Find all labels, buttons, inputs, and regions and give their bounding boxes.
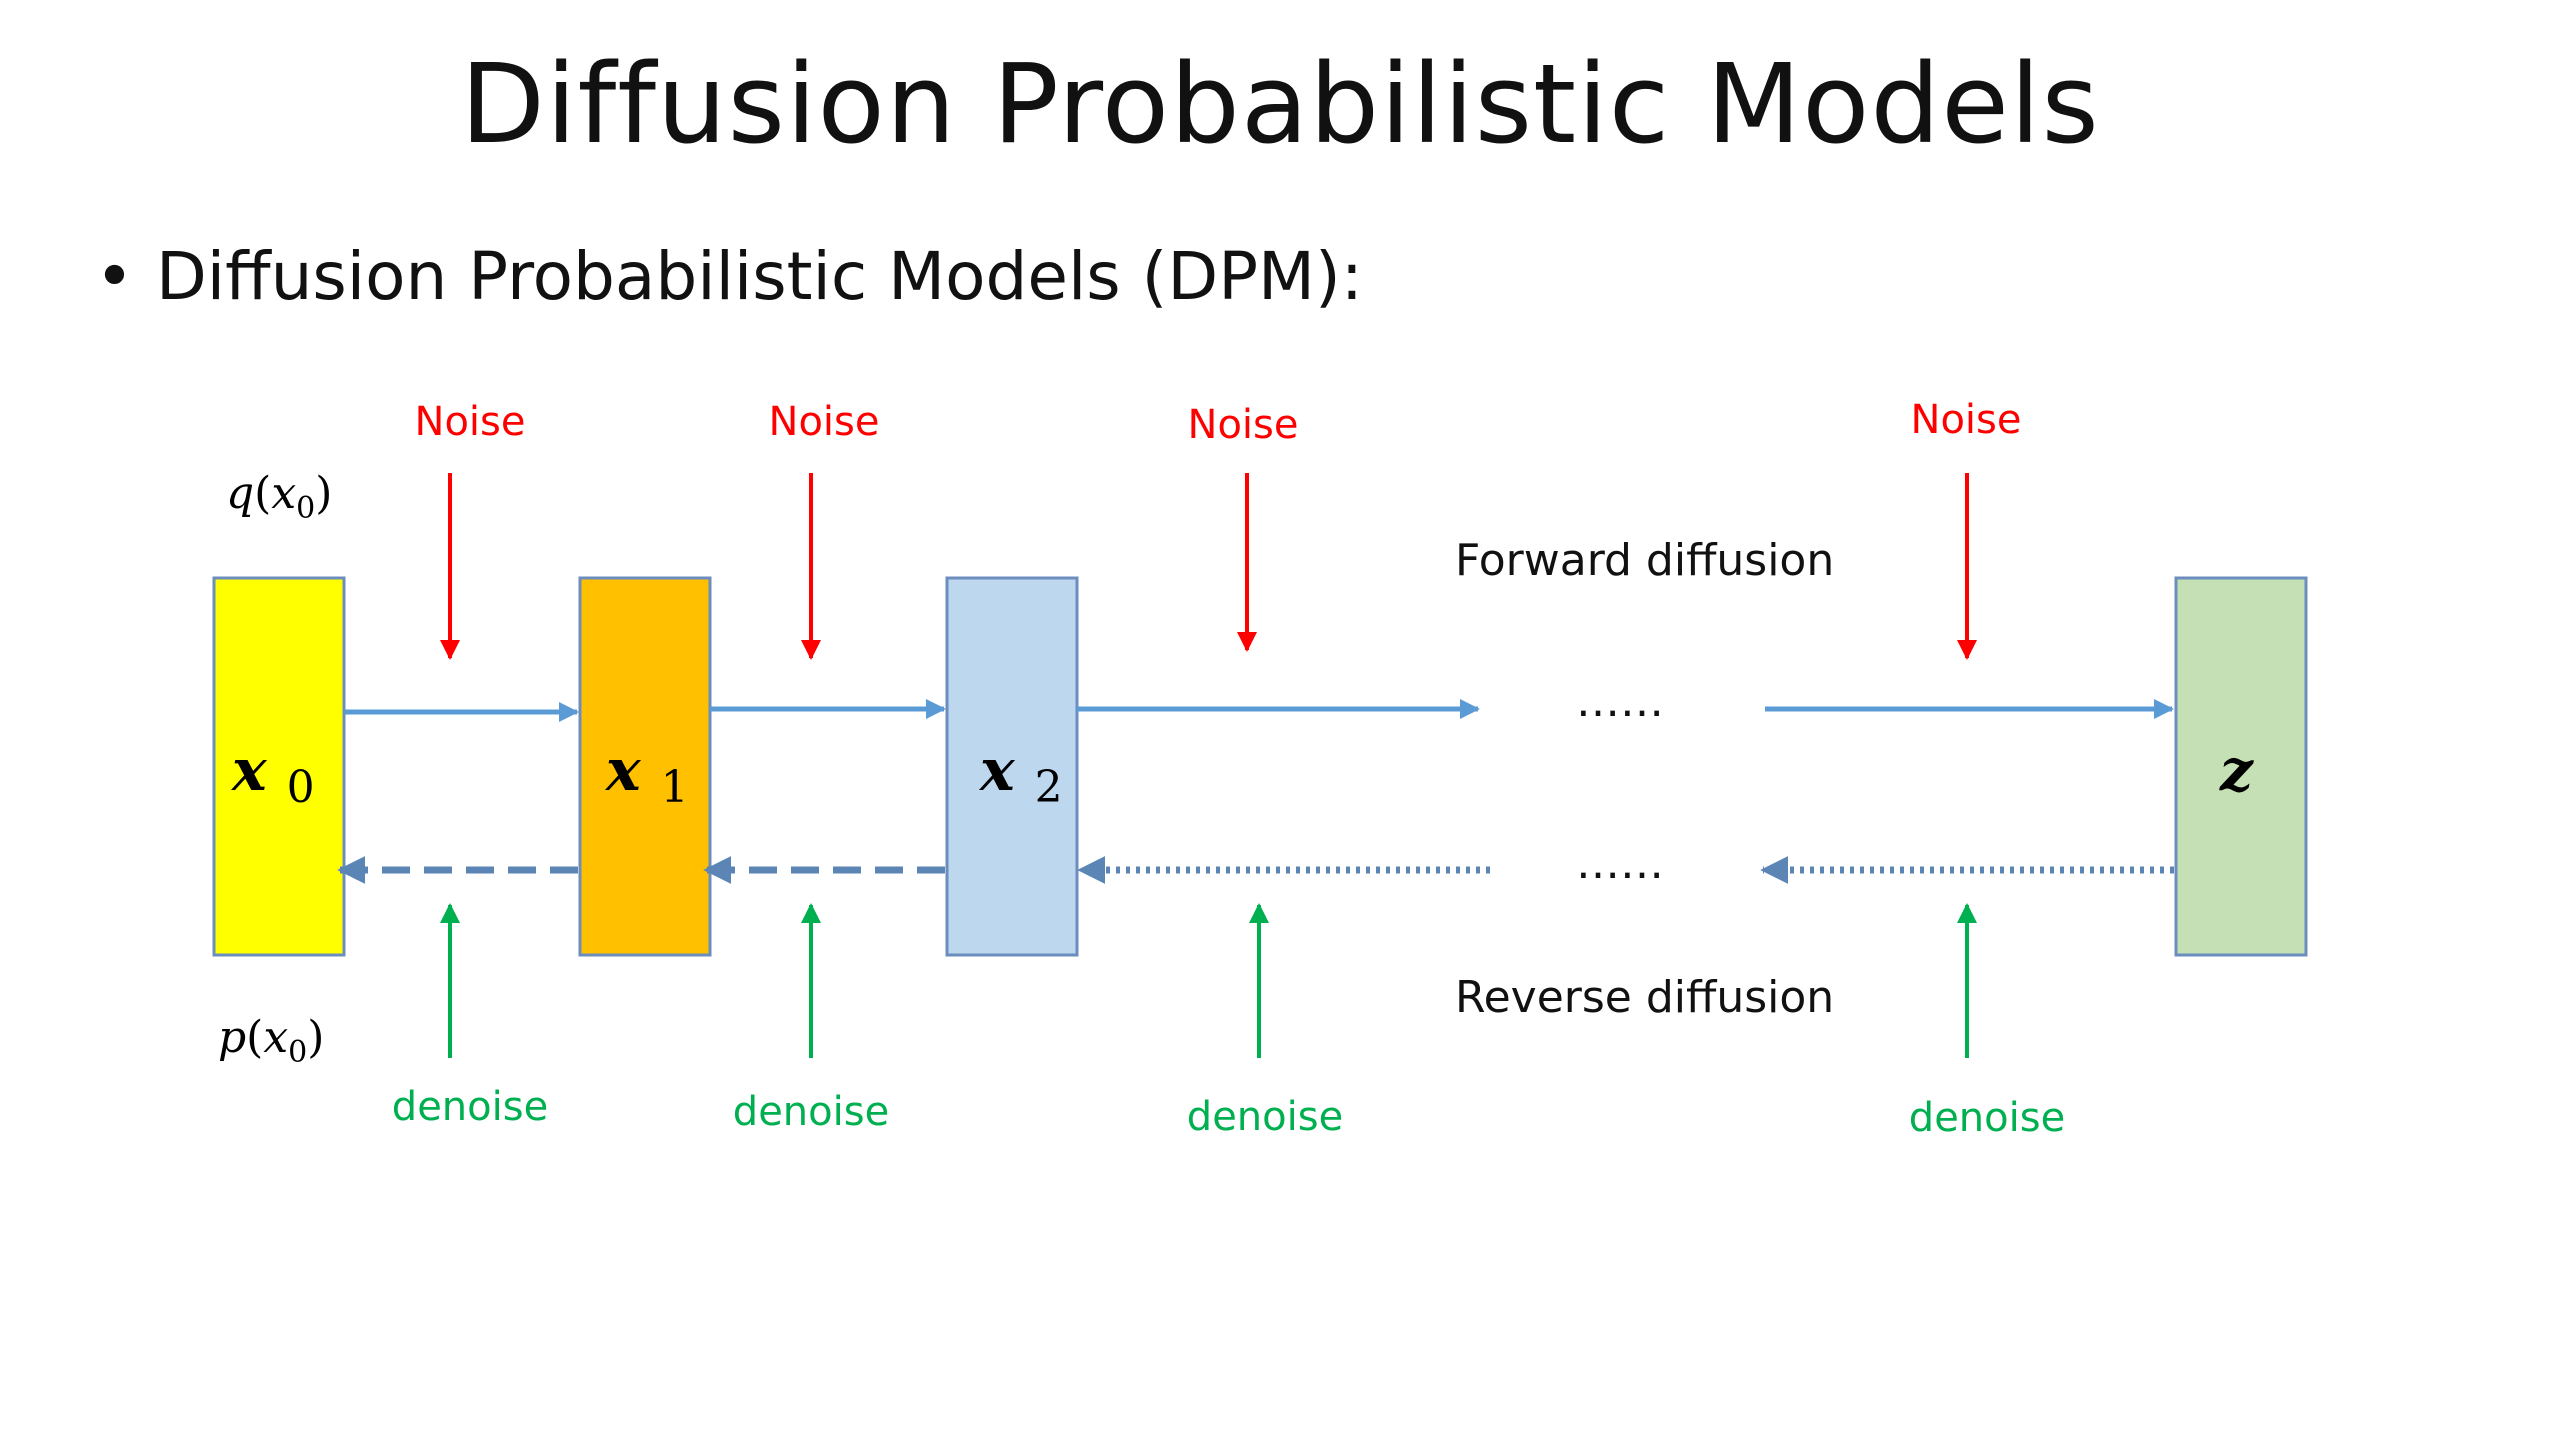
noise-label-4: Noise — [1911, 397, 2022, 443]
denoise-label-3: denoise — [1187, 1094, 1343, 1140]
node-box-x0 — [212, 576, 346, 957]
node-label-z: z — [2219, 736, 2254, 804]
reverse-diffusion-label: Reverse diffusion — [1455, 972, 1834, 1023]
noise-label-1: Noise — [415, 399, 526, 445]
node-box-z — [2174, 576, 2308, 957]
forward-diffusion-label: Forward diffusion — [1455, 535, 1834, 586]
bullet-dot-icon: • — [95, 238, 134, 315]
node-box-x2 — [945, 576, 1079, 957]
bullet-item: • Diffusion Probabilistic Models (DPM): — [95, 238, 1363, 315]
denoise-label-1: denoise — [392, 1084, 548, 1130]
ellipsis-reverse: …… — [1576, 838, 1664, 889]
p-x0-label: p(x0) — [218, 1012, 324, 1070]
page-title: Diffusion Probabilistic Models — [460, 40, 2100, 168]
q-x0-label: q(x0) — [226, 468, 332, 526]
noise-label-3: Noise — [1188, 402, 1299, 448]
bullet-text: Diffusion Probabilistic Models (DPM): — [155, 238, 1363, 315]
noise-label-2: Noise — [769, 399, 880, 445]
denoise-label-2: denoise — [733, 1089, 889, 1135]
denoise-label-4: denoise — [1909, 1095, 2065, 1141]
ellipsis-forward: …… — [1576, 676, 1664, 727]
node-box-x1 — [578, 576, 712, 957]
